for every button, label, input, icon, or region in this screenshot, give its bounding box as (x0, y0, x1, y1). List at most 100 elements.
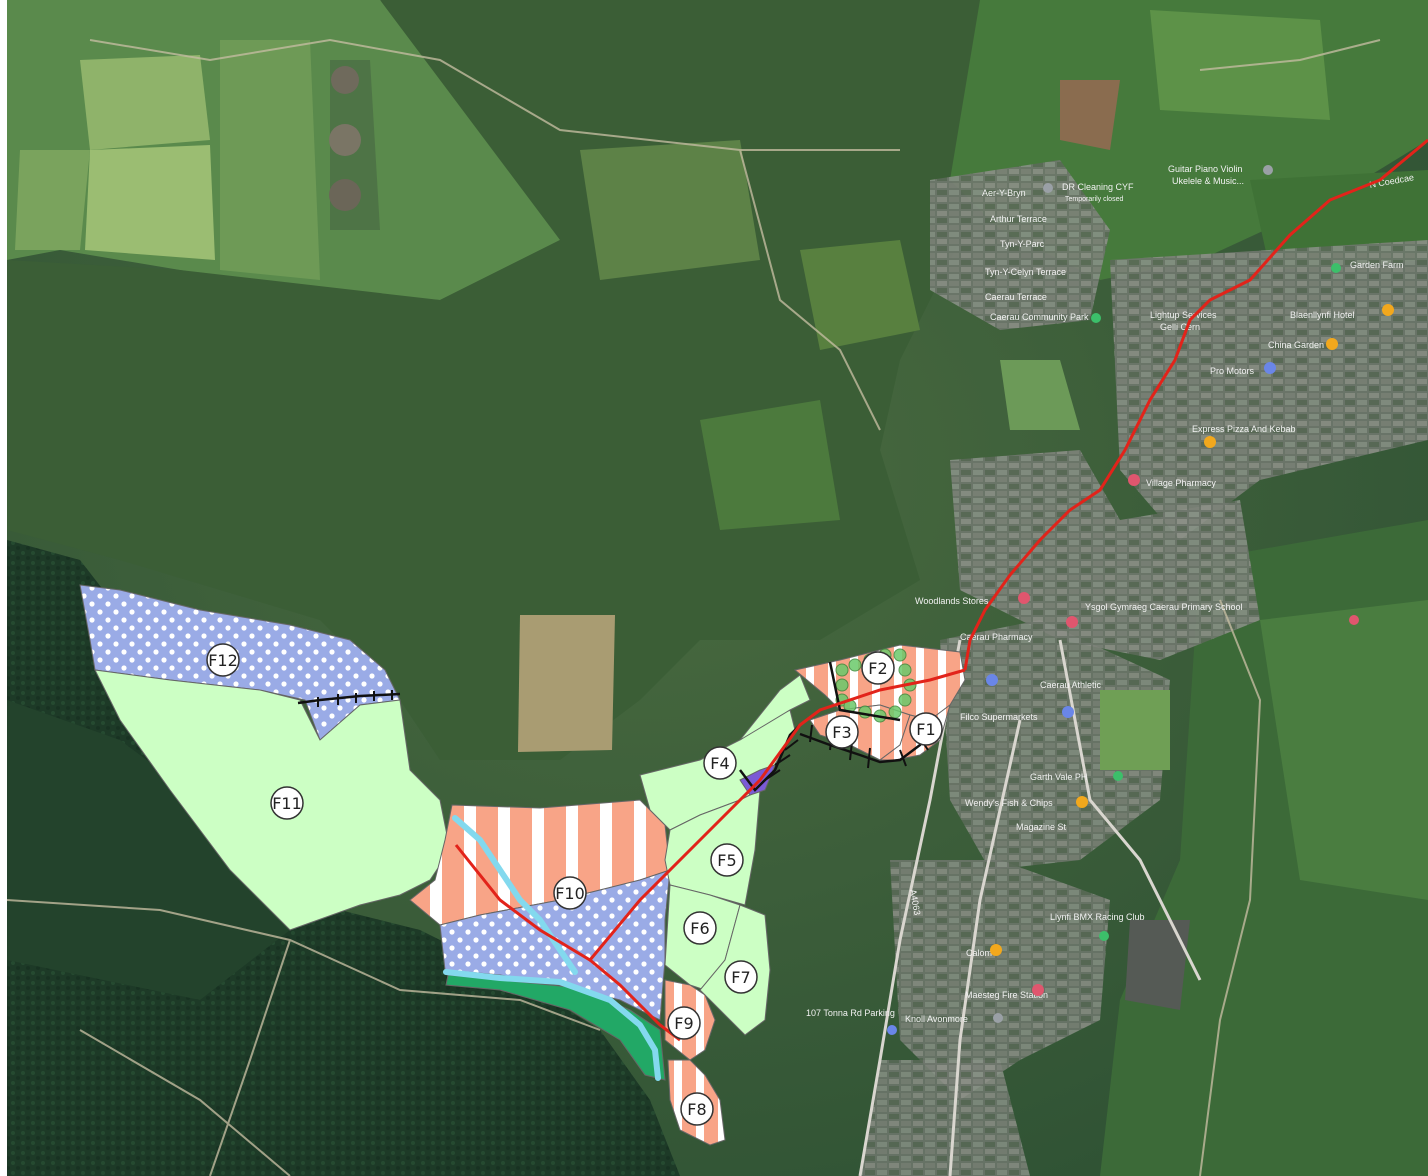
poi-label: Woodlands Stores (915, 596, 989, 606)
field-label-text: F6 (690, 919, 709, 938)
poi-label: Wendy's Fish & Chips (965, 798, 1053, 808)
poi-label: Filco Supermarkets (960, 712, 1038, 722)
poi-label: Caerau Athletic (1040, 680, 1102, 690)
field-label-text: F2 (868, 659, 887, 678)
street-label: Tyn-Y-Parc (1000, 239, 1045, 249)
street-label: Magazine St (1016, 822, 1067, 832)
field-label-f6: F6 (683, 911, 717, 945)
pin-icon (1128, 474, 1140, 486)
label-circle (703, 746, 737, 780)
poi-label: Guitar Piano Violin (1168, 164, 1242, 174)
label-circle (680, 1092, 714, 1126)
field-label-text: F8 (687, 1100, 706, 1119)
poi-label: 107 Tonna Rd Parking (806, 1008, 895, 1018)
route-line (454, 138, 1428, 1042)
field-label-f3: F3 (825, 715, 859, 749)
pin-icon (1331, 263, 1341, 273)
pin-icon (1349, 615, 1359, 625)
moorland-centre (7, 0, 980, 760)
field-label-f11: F11 (270, 786, 304, 820)
pin-icon (1066, 616, 1078, 628)
street-label: Aer-Y-Bryn (982, 188, 1026, 198)
label-circle (270, 786, 304, 820)
town-caerau (860, 160, 1428, 1176)
poi-label: Maesteg Fire Station (965, 990, 1048, 1000)
pin-icon (1326, 338, 1338, 350)
poi-label: Lightup Services (1150, 310, 1217, 320)
pin-icon (990, 944, 1002, 956)
poi-label: Garth Vale PH (1030, 772, 1087, 782)
label-circle (553, 876, 587, 910)
pin-icon (1204, 436, 1216, 448)
pin-icon (1032, 984, 1044, 996)
poi-label: Pro Motors (1210, 366, 1255, 376)
field-label-text: F3 (832, 723, 851, 742)
field-label-text: F9 (674, 1014, 693, 1033)
label-circle (667, 1006, 701, 1040)
boundary-hedges (297, 661, 936, 792)
poi-label: Temporarily closed (1065, 196, 1123, 203)
field-label-f1: F1 (909, 712, 943, 746)
poi-label: Garden Farm (1350, 260, 1404, 270)
tracks (6, 38, 1381, 1176)
poi-label: DR Cleaning CYF (1062, 182, 1134, 192)
field-label-text: F5 (717, 851, 736, 870)
poi-label: Village Pharmacy (1146, 478, 1216, 488)
poi-label: Caerau Pharmacy (960, 632, 1033, 642)
field-label-text: F10 (555, 884, 585, 903)
pin-icon (1382, 304, 1394, 316)
label-circle (710, 843, 744, 877)
field-label-f5: F5 (710, 843, 744, 877)
field-label-f12: F12 (206, 643, 240, 677)
field-label-text: F12 (208, 651, 238, 670)
poi-label: Caerau Community Park (990, 312, 1089, 322)
pin-icon (1113, 771, 1123, 781)
pin-icon (993, 1013, 1003, 1023)
pin-icon (1062, 706, 1074, 718)
street-label: Arthur Terrace (990, 214, 1047, 224)
stream (443, 815, 661, 1081)
street-label: Caerau Terrace (985, 292, 1047, 302)
pin-icon (1043, 183, 1053, 193)
pin-icon (887, 1025, 897, 1035)
field-label-f9: F9 (667, 1006, 701, 1040)
street-label: Gelli Cern (1160, 322, 1200, 332)
label-circle (825, 715, 859, 749)
field-label-f7: F7 (724, 960, 758, 994)
label-circle (724, 960, 758, 994)
pin-icon (1018, 592, 1030, 604)
field-label-text: F1 (916, 720, 935, 739)
pin-icon (1076, 796, 1088, 808)
pin-icon (1263, 165, 1273, 175)
poi-label: China Garden (1268, 340, 1324, 350)
label-circle (861, 651, 895, 685)
field-label-f10: F10 (553, 876, 587, 910)
pin-icon (1091, 313, 1101, 323)
hillside-east (1100, 520, 1428, 1176)
pin-icon (1099, 931, 1109, 941)
field-F4-upper (739, 674, 811, 741)
pin-icon (986, 674, 998, 686)
field-label-f2: F2 (861, 651, 895, 685)
pin-icon (1264, 362, 1276, 374)
poi-label: Knoll Avonmore (905, 1014, 968, 1024)
frame-border (0, 0, 7, 1176)
road-label: A4063 (908, 889, 922, 916)
field-label-text: F7 (731, 968, 750, 987)
poi-pins (887, 165, 1394, 1035)
label-circle (683, 911, 717, 945)
poi-label: Blaenllynfi Hotel (1290, 310, 1355, 320)
poi-label: Ukelele & Music... (1172, 176, 1244, 186)
roads (858, 639, 1202, 1176)
poi-label: Llynfi BMX Racing Club (1050, 912, 1145, 922)
field-label-f8: F8 (680, 1092, 714, 1126)
field-label-f4: F4 (703, 746, 737, 780)
label-circle (909, 712, 943, 746)
field-label-text: F11 (272, 794, 302, 813)
basemap-labels: Guitar Piano Violin Ukelele & Music... D… (806, 164, 1415, 1024)
street-label: Tyn-Y-Celyn Terrace (985, 267, 1066, 277)
poi-label: Calom (966, 948, 992, 958)
field-label-text: F4 (710, 754, 729, 773)
